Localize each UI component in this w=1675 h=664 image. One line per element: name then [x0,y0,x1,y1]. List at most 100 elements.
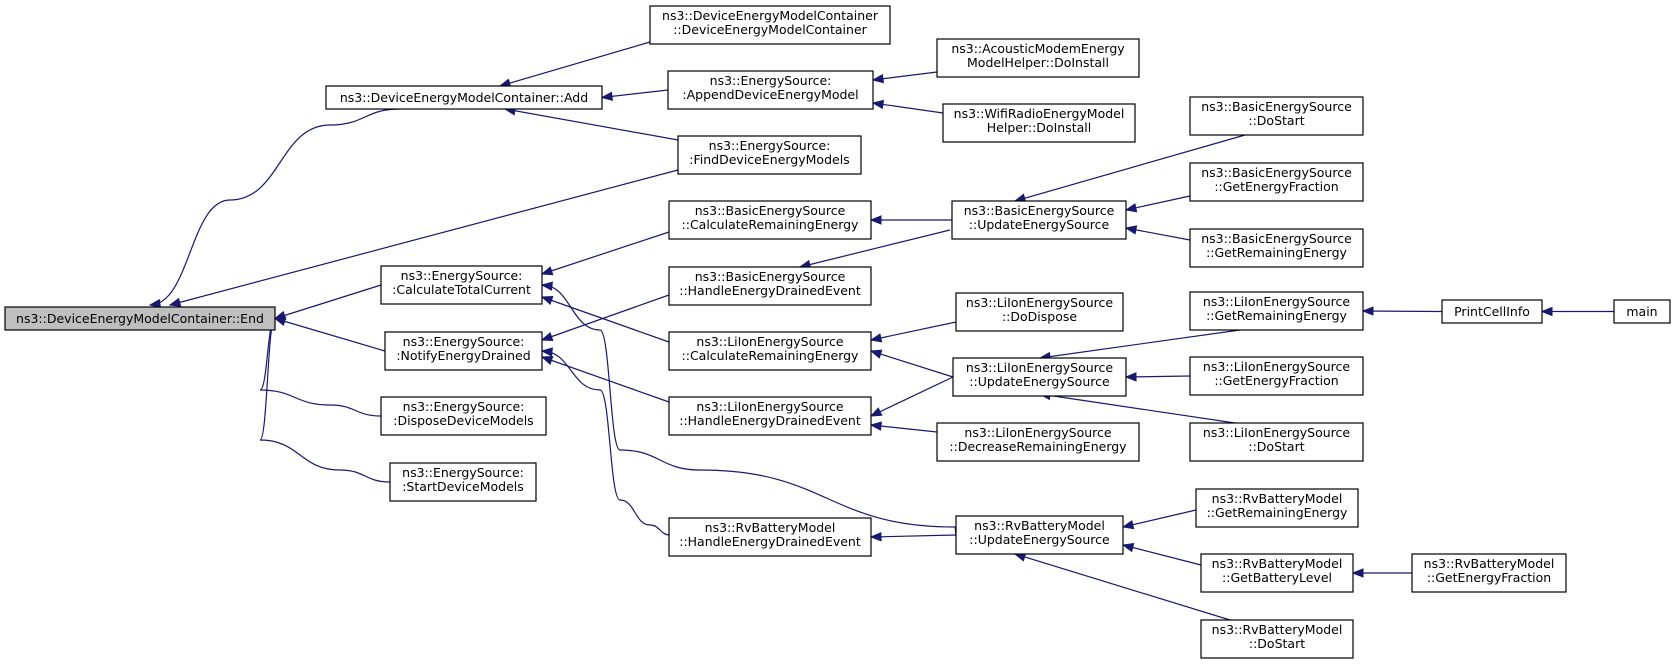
node-lCalcRem[interactable]: ns3::LiIonEnergySource::CalculateRemaini… [668,331,872,371]
node-bCalcRem[interactable]: ns3::BasicEnergySource::CalculateRemaini… [668,200,872,240]
node-box [1200,553,1354,593]
edge-arrowhead [869,349,883,359]
node-lGetRem[interactable]: ns3::LiIonEnergySource::GetRemainingEner… [1189,291,1364,331]
node-label: ::HandleEnergyDrainedEvent [679,413,861,428]
edge-append-wifi [872,102,944,114]
node-box [942,103,1136,143]
node-label: ::GetBatteryLevel [1222,570,1332,585]
node-label: ns3::DeviceEnergyModelContainer::End [16,311,264,326]
edge-lCalcRem-lUpdate [870,350,954,378]
node-calcTotal[interactable]: ns3::EnergySource::CalculateTotalCurrent [380,265,543,305]
node-bUpdate[interactable]: ns3::BasicEnergySource::UpdateEnergySour… [951,200,1127,240]
node-rGetRem[interactable]: ns3::RvBatteryModel::GetRemainingEnergy [1195,488,1359,528]
edge-arrowhead [1124,372,1137,382]
node-rUpdate[interactable]: ns3::RvBatteryModel::UpdateEnergySource [955,515,1124,555]
node-box [1189,96,1364,136]
node-lDoDispose[interactable]: ns3::LiIonEnergySource::DoDispose [955,292,1124,332]
node-label: ModelHelper::DoInstall [967,55,1109,70]
node-box [1195,488,1359,528]
node-label: ::DeviceEnergyModelContainer [673,22,867,37]
node-label: ::DecreaseRemainingEnergy [949,439,1127,454]
node-lUpdate[interactable]: ns3::LiIonEnergySource::UpdateEnergySour… [952,357,1127,397]
edge-lHandle-lDecrease [870,424,938,433]
node-label: ns3::LiIonEnergySource [1203,425,1351,440]
edge-end-add [149,108,401,306]
node-label: ::DoStart [1248,439,1304,454]
node-box [380,265,543,305]
edge-arrowhead [540,332,554,341]
edge-arrowhead [540,266,554,276]
node-label: ::GetRemainingEnergy [1207,505,1348,520]
edge-add-find [504,108,679,141]
edge-end-dispose [259,317,382,417]
edge-end-calcTotal [274,284,382,320]
node-wifi[interactable]: ns3::WifiRadioEnergyModelHelper::DoInsta… [942,103,1136,143]
node-rDoStart[interactable]: ns3::RvBatteryModel::DoStart [1200,619,1354,659]
node-notify[interactable]: ns3::EnergySource::NotifyEnergyDrained [384,331,543,371]
node-label: Helper::DoInstall [987,120,1091,135]
node-label: :FindDeviceEnergyModels [689,152,849,167]
edge-arrowhead [869,215,882,225]
edge-lHandle-lUpdate [870,376,954,417]
node-lGetFrac[interactable]: ns3::LiIonEnergySource::GetEnergyFractio… [1189,356,1364,396]
edge-notify-lHandle [541,356,670,403]
node-label: ns3::BasicEnergySource [964,203,1115,218]
node-append[interactable]: ns3::EnergySource::AppendDeviceEnergyMod… [667,70,874,110]
edge-bUpdate-bGetFrac [1125,195,1191,211]
node-label: :DisposeDeviceModels [393,413,533,428]
edge-rUpdate-rDoStart [1014,553,1231,621]
node-label: ::GetEnergyFraction [1427,570,1551,585]
node-add[interactable]: ns3::DeviceEnergyModelContainer::Add [325,85,603,110]
node-box [380,396,547,436]
node-label: ns3::BasicEnergySource [1201,231,1352,246]
node-bHandle[interactable]: ns3::BasicEnergySource::HandleEnergyDrai… [668,266,872,306]
node-bGetRem[interactable]: ns3::BasicEnergySource::GetRemainingEner… [1189,228,1364,268]
node-label: :CalculateTotalCurrent [392,282,531,297]
node-label: ns3::AcousticModemEnergy [951,41,1125,56]
node-lDecrease[interactable]: ns3::LiIonEnergySource::DecreaseRemainin… [936,422,1140,462]
node-end[interactable]: ns3::DeviceEnergyModelContainer::End [4,306,276,331]
node-startDev[interactable]: ns3::EnergySource::StartDeviceModels [389,462,537,502]
node-box [936,422,1140,462]
node-printCell[interactable]: PrintCellInfo [1441,299,1543,324]
node-box [389,462,537,502]
node-label: ::DoDispose [1002,309,1077,324]
node-label: ::CalculateRemainingEnergy [682,348,860,363]
node-label: ::DoStart [1248,113,1304,128]
node-lHandle[interactable]: ns3::LiIonEnergySource::HandleEnergyDrai… [668,396,872,436]
node-rGetFrac[interactable]: ns3::RvBatteryModel::GetEnergyFraction [1411,553,1567,593]
node-main[interactable]: main [1613,299,1671,324]
node-label: ns3::WifiRadioEnergyModel [954,106,1125,121]
node-box [668,266,872,306]
node-layer: ns3::DeviceEnergyModelContainer::Endns3:… [4,5,1671,659]
edge-arrowhead [869,333,883,343]
node-rHandle[interactable]: ns3::RvBatteryModel::HandleEnergyDrained… [668,517,872,557]
node-box [951,200,1127,240]
node-label: ns3::EnergySource: [709,138,831,153]
edge-arrowhead [871,99,885,110]
edge-rUpdate-rGetRem [1122,509,1197,528]
edge-lGetRem-printCell [1362,310,1443,313]
node-label: ns3::RvBatteryModel [705,520,836,535]
node-label: ns3::LiIonEnergySource [1203,359,1351,374]
node-label: ns3::EnergySource: [403,399,525,414]
node-dispose[interactable]: ns3::EnergySource::DisposeDeviceModels [380,396,547,436]
node-label: ns3::RvBatteryModel [1424,556,1555,571]
node-box [677,135,862,175]
node-label: ::HandleEnergyDrainedEvent [679,534,861,549]
edge-arrowhead [1124,203,1138,213]
node-find[interactable]: ns3::EnergySource::FindDeviceEnergyModel… [677,135,862,175]
node-acoustic[interactable]: ns3::AcousticModemEnergyModelHelper::DoI… [936,38,1140,78]
node-ctor[interactable]: ns3::DeviceEnergyModelContainer::DeviceE… [649,5,891,45]
edge-bUpdate-bDoStart [1014,134,1246,202]
node-box [384,331,543,371]
node-bGetFrac[interactable]: ns3::BasicEnergySource::GetEnergyFractio… [1189,162,1364,202]
node-rGetBatt[interactable]: ns3::RvBatteryModel::GetBatteryLevel [1200,553,1354,593]
node-box [1200,619,1354,659]
node-bDoStart[interactable]: ns3::BasicEnergySource::DoStart [1189,96,1364,136]
node-lDoStart[interactable]: ns3::LiIonEnergySource::DoStart [1189,422,1364,462]
node-box [668,396,872,436]
node-label: ns3::LiIonEnergySource [966,360,1114,375]
edge-arrowhead [540,281,553,291]
